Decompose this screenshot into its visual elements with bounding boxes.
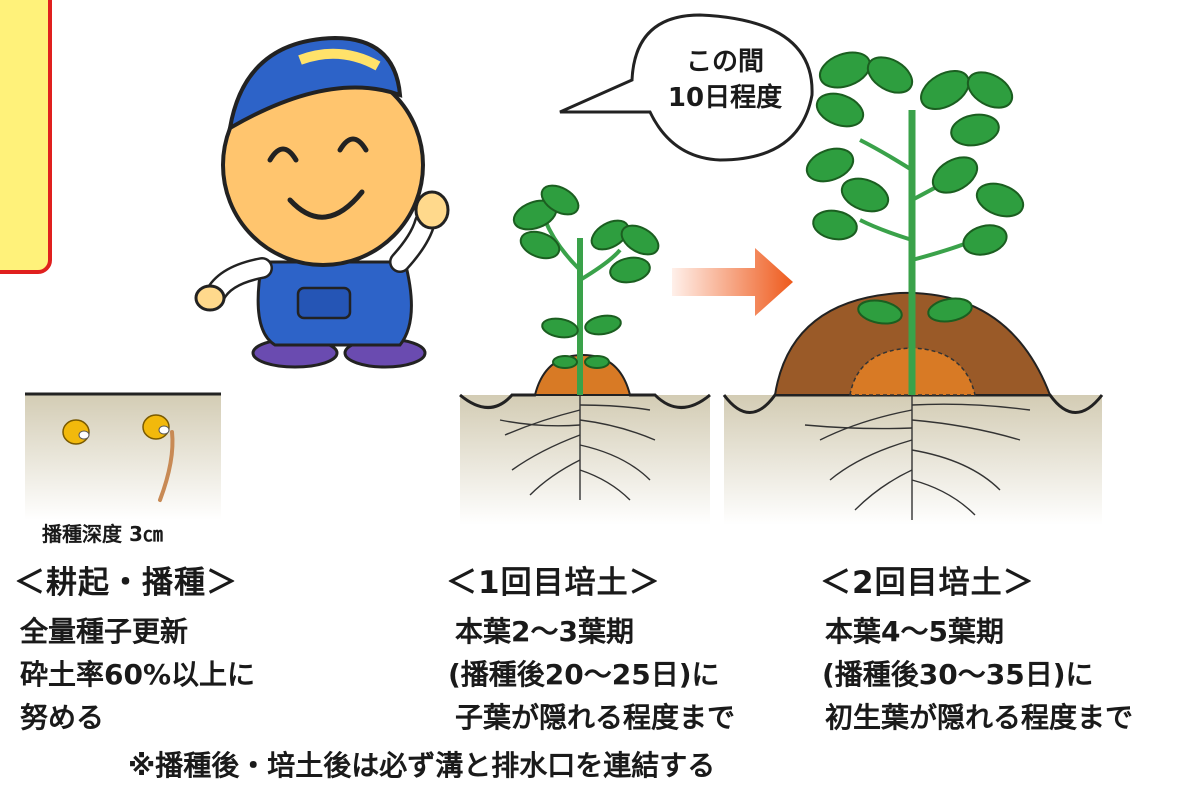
yellow-note-box [0, 0, 52, 274]
footer-note: ※播種後・培土後は必ず溝と排水口を連結する [128, 749, 716, 782]
stage3-line-1: 本葉4～5葉期 [825, 615, 1004, 648]
soybean-seed-icon [62, 419, 90, 445]
stage3-line-2: (播種後30～35日)に [822, 658, 1094, 691]
bubble-line-2: 10日程度 [667, 83, 783, 113]
speech-bubble-text: この間 10日程度 [650, 44, 800, 116]
stage1-line-3: 努める [20, 701, 105, 734]
stage2-line-1: 本葉2～3葉期 [455, 615, 634, 648]
stage1-line-2: 砕土率60%以上に [20, 658, 256, 691]
stage2-line-3: 子葉が隠れる程度まで [455, 701, 736, 734]
stage3-line-3: 初生葉が隠れる程度まで [825, 701, 1134, 734]
stage1-heading: ＜耕起・播種＞ [14, 565, 238, 601]
soybean-leaf-icon [512, 184, 660, 369]
stage2-heading: ＜1回目培土＞ [446, 565, 661, 601]
sprouting-seed-icon [142, 414, 175, 502]
bubble-line-1: この間 [685, 47, 764, 77]
seed-depth-label: 播種深度 3㎝ [42, 522, 163, 546]
stage3-heading: ＜2回目培土＞ [820, 565, 1035, 601]
stage1-line-1: 全量種子更新 [20, 615, 189, 648]
stage2-line-2: (播種後20～25日)に [448, 658, 720, 691]
